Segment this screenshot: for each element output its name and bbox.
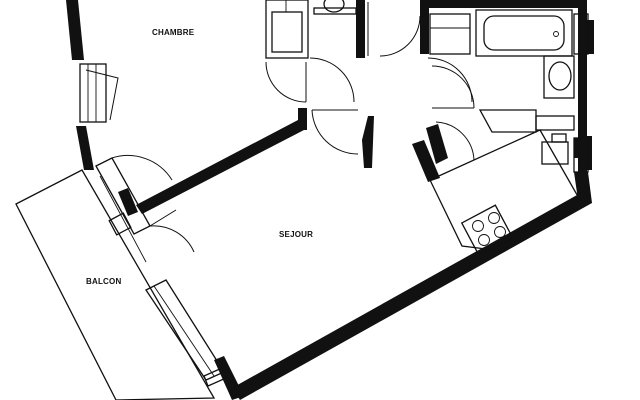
bathroom	[429, 9, 582, 165]
wall-right	[578, 0, 587, 176]
exterior-walls	[66, 0, 592, 400]
wall-right-corner	[574, 172, 592, 203]
bathtub	[475, 9, 573, 57]
bath-step	[478, 109, 537, 133]
balcony-outline	[15, 169, 216, 400]
balcony	[15, 157, 227, 400]
closet	[265, 0, 357, 59]
right-windows	[573, 13, 589, 173]
wall-sejour-bottom	[232, 190, 592, 400]
balcony-post	[203, 367, 227, 387]
burner-3	[478, 234, 490, 246]
burner-1	[472, 220, 484, 232]
wall-closet-1	[356, 0, 365, 58]
kitchen-counter	[429, 129, 581, 251]
door-swing-sejour-balcony	[149, 225, 195, 253]
wc-bowl	[323, 0, 345, 13]
toilet	[541, 141, 569, 165]
closet-box	[265, 0, 309, 59]
wall-chambre-left-lower	[76, 126, 94, 170]
wall-cabinet	[429, 13, 471, 55]
burner-2	[488, 212, 500, 224]
room-label-balcon: BALCON	[86, 277, 122, 286]
wall-hall-center	[362, 116, 374, 168]
burner-4	[494, 226, 506, 238]
door-swing-chambre-left	[111, 155, 173, 181]
door-swing-bath	[427, 57, 473, 103]
room-label-sejour: SEJOUR	[279, 230, 314, 239]
wall-chambre-sejour	[136, 120, 304, 214]
wall-stub-center	[298, 108, 307, 130]
wall-kitchen-left	[412, 140, 440, 182]
sliding-door-lower	[145, 279, 225, 381]
wall-closet-2	[420, 0, 429, 54]
wall-stub-left	[118, 188, 138, 216]
window-chambre	[79, 63, 107, 123]
washbasin	[543, 55, 575, 99]
interior-walls	[118, 0, 578, 216]
cooktop	[460, 204, 514, 256]
door-swing-hall	[311, 109, 359, 155]
kitchen	[429, 20, 594, 256]
door-frame-box	[108, 212, 132, 236]
wall-hall-right	[426, 124, 448, 164]
bath-shelf	[535, 115, 575, 131]
door-swing-chambre	[265, 61, 307, 103]
wall-top-bath	[426, 0, 578, 8]
doors	[85, 2, 475, 253]
wall-chambre-left	[66, 0, 84, 60]
room-label-chambre: CHAMBRE	[152, 28, 195, 37]
